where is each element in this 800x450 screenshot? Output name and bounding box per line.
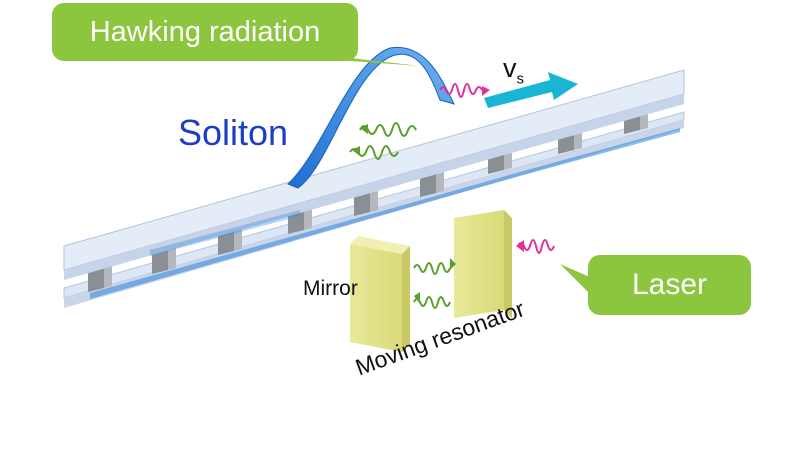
magenta-wave-hawking [439,83,483,98]
resonator-block [454,210,512,318]
velocity-subscript: s [516,70,525,88]
green-arrowhead [352,146,360,156]
laser-label: Laser [631,268,708,301]
laser-callout: Laser [588,255,751,315]
laser-callout-pointer [560,264,592,296]
velocity-label: vs [503,53,524,87]
soliton-label: Soliton [178,112,289,153]
mirror-label: Mirror [303,277,358,300]
hawking-radiation-label: Hawking radiation [89,15,321,48]
velocity-arrow [484,72,578,108]
green-arrowhead [414,292,420,304]
green-arrowhead [450,258,456,270]
hawking-radiation-callout: Hawking radiation [52,3,358,61]
green-arrowhead [360,124,368,134]
magenta-arrowhead [516,240,524,252]
mirror-block [350,236,410,352]
magenta-arrowhead [482,86,490,96]
velocity-symbol: v [503,53,517,83]
upper-beam [63,69,685,280]
soliton-wave [287,46,455,189]
